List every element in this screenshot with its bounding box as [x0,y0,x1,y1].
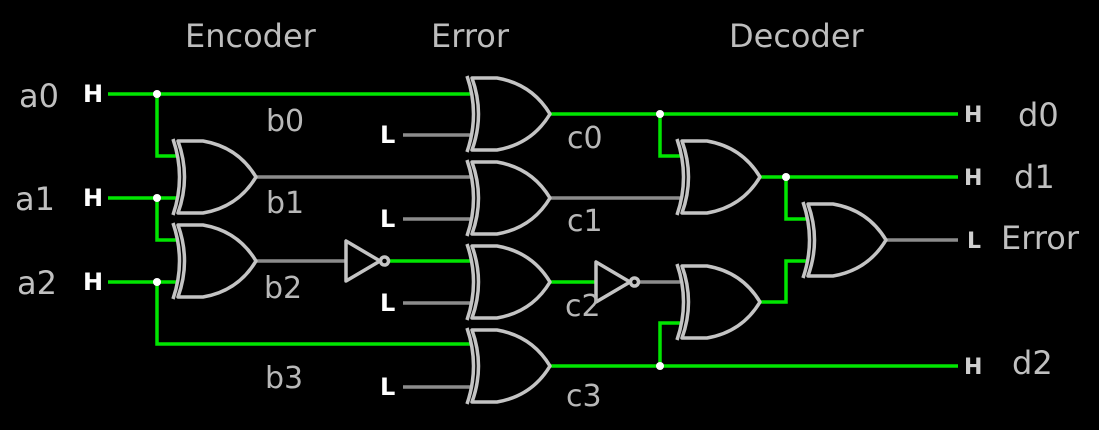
section-title-error: Error [431,17,510,55]
decoder-xor-gate-1 [675,138,762,216]
error-input-level-1[interactable]: L [380,205,395,233]
wire-a0-tap [155,94,178,158]
net-label-c0: c0 [567,121,603,156]
wire-a2-b3 [155,282,470,346]
output-level-d2: H [964,355,982,380]
output-level-error: L [967,229,981,254]
output-name-d2: d2 [1012,344,1053,382]
wire-dec-xor2-out [760,259,806,304]
input-name-a1: a1 [15,180,55,218]
net-label-b3: b3 [265,361,303,396]
input-level-a0[interactable]: H [83,80,103,108]
decoder-or-gate [801,201,888,279]
junction-a0 [153,90,161,98]
encoder-xor-gate-1 [171,138,258,216]
output-name-d0: d0 [1018,96,1059,134]
decoder-xor-gate-2 [675,263,762,341]
error-xor-gate-3 [465,327,552,405]
junction-d1 [782,173,790,181]
input-name-a2: a2 [17,264,57,302]
output-level-d1: H [964,166,982,191]
input-level-a2[interactable]: H [83,268,103,296]
inverter-gate-1 [344,239,391,283]
net-label-b2: b2 [264,271,302,306]
error-input-level-0[interactable]: L [380,121,395,149]
output-name-error: Error [1001,219,1080,257]
input-name-a0: a0 [19,77,59,115]
wire-c0-tap [658,114,680,158]
error-xor-gate-2 [465,243,552,321]
error-input-level-3[interactable]: L [380,373,395,401]
encoder-xor-gate-2 [171,222,258,300]
error-input-level-2[interactable]: L [380,289,395,317]
wire-c3-tap [658,321,680,366]
junction-a2 [153,278,161,286]
output-level-d0: H [964,103,982,128]
error-xor-gate-0 [465,75,552,153]
wire-d1-tap [784,177,806,221]
net-label-c3: c3 [566,379,602,414]
junction-a1 [153,194,161,202]
net-label-c1: c1 [567,204,603,239]
section-title-encoder: Encoder [185,17,317,55]
junction-c0 [656,110,664,118]
net-label-b0: b0 [266,104,304,139]
inverter-gate-2 [594,260,641,304]
error-xor-gate-1 [465,159,552,237]
net-label-c2: c2 [565,289,601,324]
output-name-d1: d1 [1014,158,1055,196]
junction-c3 [656,362,664,370]
wire-a1-tap [155,198,178,242]
input-level-a1[interactable]: H [83,184,103,212]
section-title-decoder: Decoder [729,17,865,55]
net-label-b1: b1 [266,186,304,221]
